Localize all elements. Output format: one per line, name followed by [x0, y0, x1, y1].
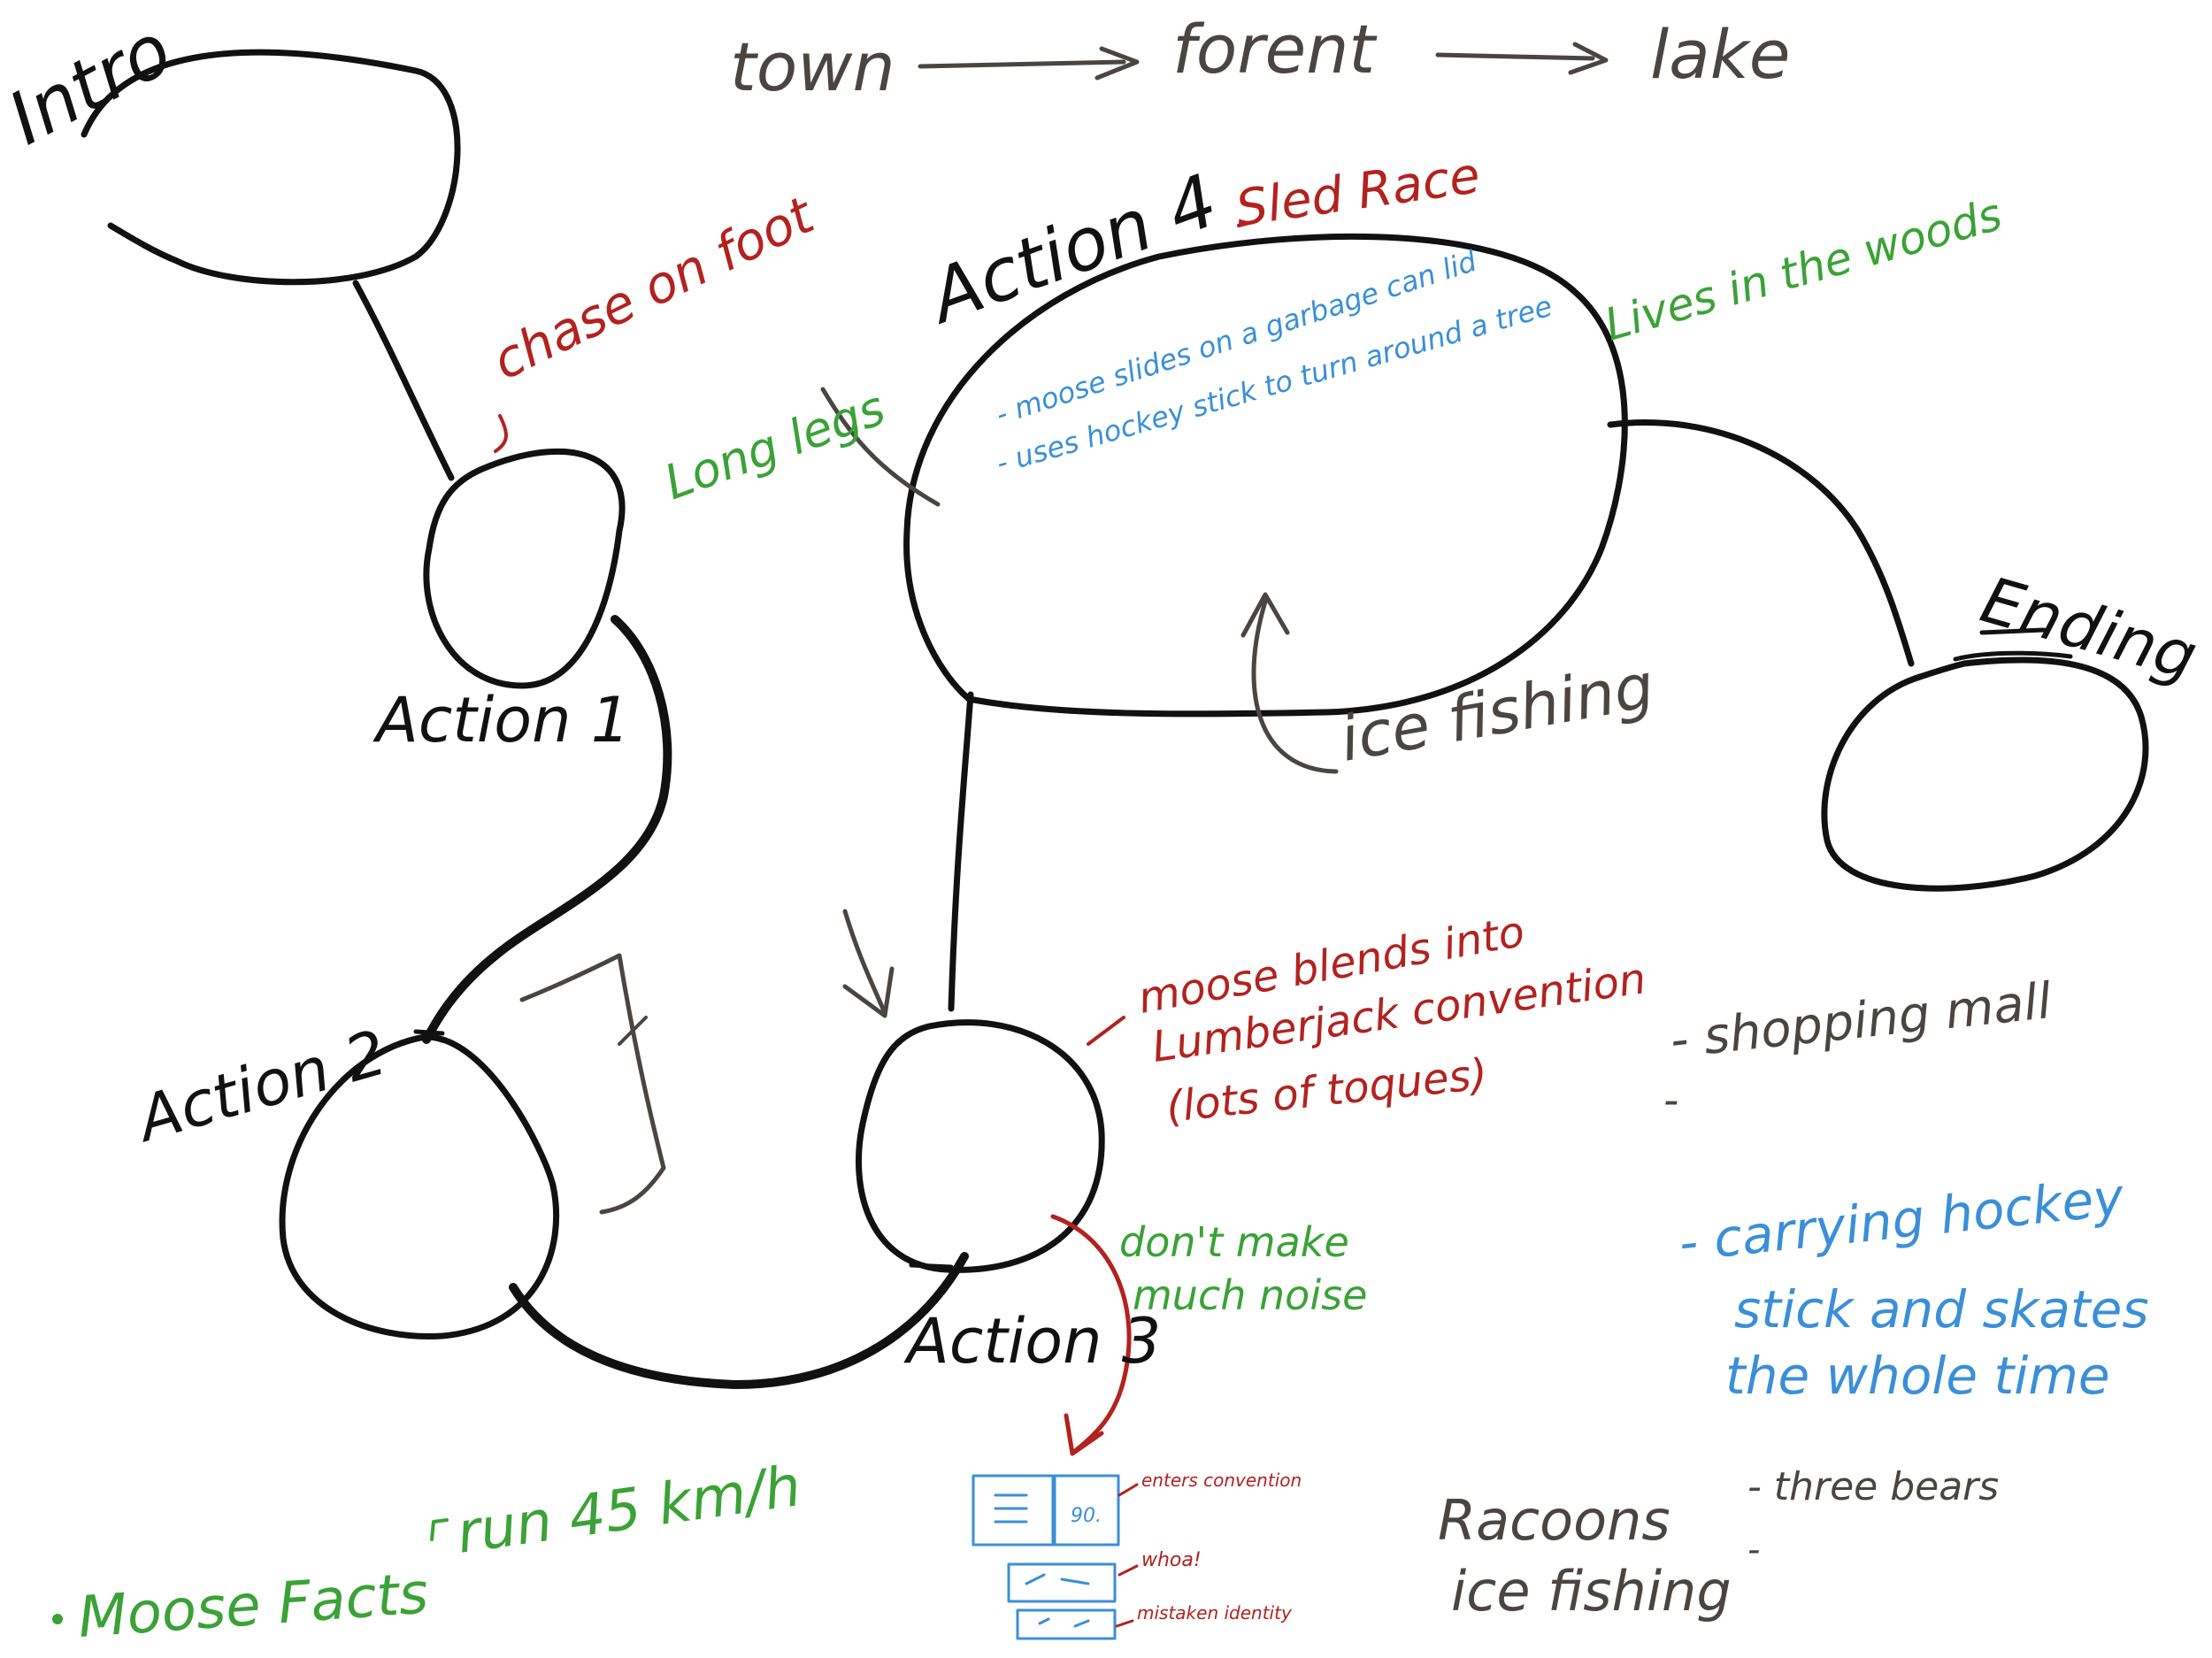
header-forest: forent	[1172, 10, 1378, 88]
lives-in-woods-note: Lives in the woods	[1599, 188, 2007, 350]
moose-facts-bullet	[52, 1614, 63, 1624]
action2-tick	[416, 1032, 442, 1033]
intro-label: Intro	[0, 8, 185, 162]
storyboard-caption-2: whoa!	[1141, 1549, 1202, 1571]
storyboard-caption-3: mistaken identity	[1137, 1602, 1293, 1623]
run-speed-bracket	[432, 1520, 447, 1539]
storyboard-panel-4	[1018, 1610, 1115, 1639]
action3-red-pointer	[1088, 1017, 1124, 1044]
moose-facts-note: Moose Facts	[76, 1562, 430, 1651]
long-legs-note: Long legs	[657, 380, 892, 510]
storyboard-panel-1	[973, 1476, 1053, 1545]
raccoons-note-line2: ice fishing	[1451, 1559, 1732, 1623]
storyboard-panel-3	[1009, 1564, 1115, 1601]
action3-label: Action 3	[903, 1305, 1161, 1378]
storyboard-panel-text: 90.	[1071, 1505, 1102, 1527]
storyboard-pointer-3	[1117, 1621, 1133, 1626]
action3-incoming-arrow	[845, 911, 892, 1016]
chase-on-foot-note: chase on foot	[483, 184, 824, 392]
ice-fishing-curve-arrow	[1243, 595, 1336, 771]
sled-race-note: Sled Race	[1233, 147, 1484, 238]
action3-tick	[911, 1265, 951, 1267]
zigzag-scribble	[522, 956, 664, 1212]
action3-to-action4-link	[951, 695, 971, 1009]
raccoons-note-line1: Racoons	[1438, 1488, 1671, 1553]
dont-make-noise-line2: much noise	[1133, 1271, 1367, 1319]
storyboard-pointer-1	[1119, 1485, 1137, 1495]
chase-pointer	[495, 416, 506, 451]
storyboard-text-lines	[995, 1495, 1026, 1522]
action2-label: Action 2	[127, 1016, 395, 1156]
header-town: town	[730, 27, 895, 106]
action1-label: Action 1	[373, 684, 630, 756]
carrying-note-line3: the whole time	[1725, 1346, 2110, 1406]
run-speed-note: run 45 km/h	[453, 1454, 805, 1567]
ending-node	[1824, 660, 2146, 888]
action2-to-action3-link	[513, 1256, 964, 1385]
intro-to-action1-link	[356, 283, 451, 478]
empty-bullet-1: -	[1663, 1076, 1678, 1125]
forest-to-lake-arrow	[1438, 44, 1606, 73]
storyboard-caption-1: enters convention	[1141, 1470, 1302, 1491]
header-lake: lake	[1650, 15, 1790, 94]
carrying-note-line2: stick and skates	[1734, 1279, 2149, 1339]
action4-to-ending-link	[1610, 423, 1911, 664]
town-to-forest-arrow	[920, 49, 1137, 78]
storyboard-pointer-2	[1119, 1566, 1137, 1575]
ending-label: Ending	[1973, 563, 2205, 695]
action4-label: Action 4	[916, 158, 1228, 341]
action3-node	[858, 1023, 1102, 1270]
empty-bullet-2: -	[1747, 1530, 1760, 1570]
action1-node	[426, 451, 622, 686]
shopping-mall-note: - shopping mall	[1668, 972, 2055, 1070]
carrying-note-line1: - carrying hockey	[1676, 1166, 2127, 1272]
three-bears-note: - three bears	[1747, 1464, 1999, 1509]
dont-make-noise-line1: don't make	[1119, 1218, 1349, 1266]
storyboard-sketch	[973, 1476, 1118, 1639]
